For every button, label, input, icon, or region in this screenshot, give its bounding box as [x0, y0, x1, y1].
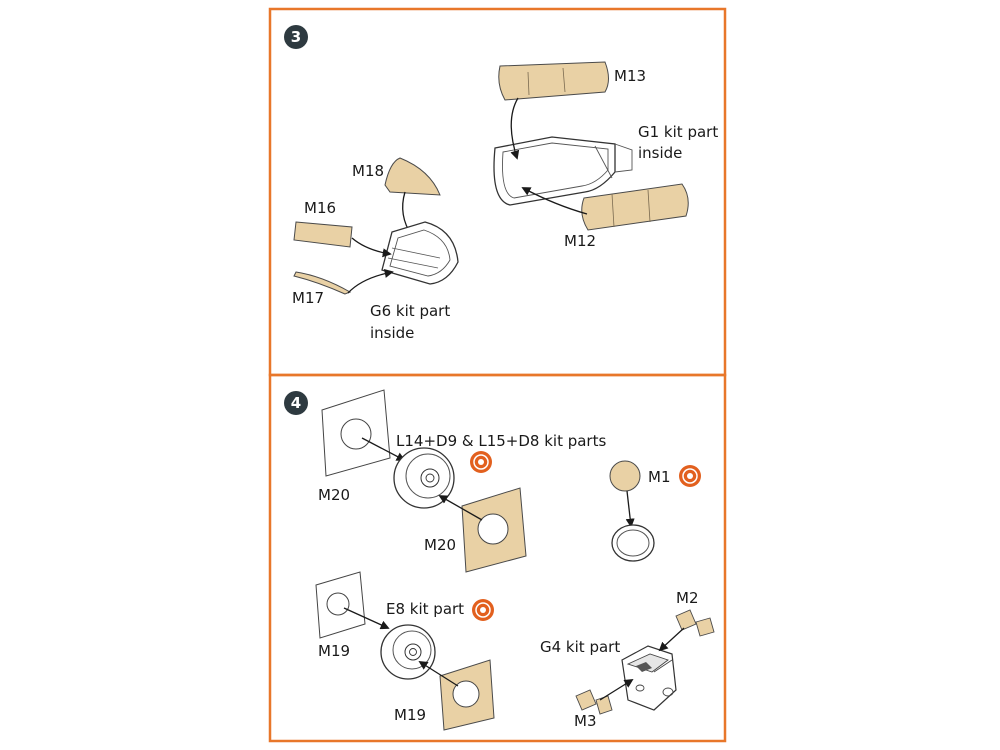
label-m19-top: M19 — [318, 642, 350, 660]
step-4-frame — [268, 373, 727, 743]
label-l14-d9: L14+D9 & L15+D8 kit parts — [396, 432, 606, 450]
part-m18 — [384, 157, 441, 196]
label-m1: M1 — [648, 468, 671, 486]
label-g4: G4 kit part — [540, 638, 620, 656]
step-4-number: 4 — [291, 394, 301, 412]
part-m3 — [575, 689, 597, 711]
circle-number-icon — [284, 25, 308, 49]
label-m12: M12 — [564, 232, 596, 250]
label-g1-line2: inside — [638, 144, 682, 162]
part-m17 — [293, 271, 352, 295]
label-e8: E8 kit part — [386, 600, 464, 618]
label-m17: M17 — [292, 289, 324, 307]
label-g1-line1: G1 kit part — [638, 123, 718, 141]
label-m20-top: M20 — [318, 486, 350, 504]
label-m20-bottom: M20 — [424, 536, 456, 554]
part-g1-outline — [493, 136, 616, 206]
part-m2 — [675, 609, 697, 631]
part-m12 — [581, 183, 689, 231]
step-3-badge: 3 — [284, 25, 308, 49]
label-m3: M3 — [574, 712, 597, 730]
paint-color-icon — [472, 599, 494, 621]
circle-number-icon — [284, 391, 308, 415]
step-4-badge: 4 — [284, 391, 308, 415]
label-g6-line1: G6 kit part — [370, 302, 450, 320]
label-m19-bottom: M19 — [394, 706, 426, 724]
part-g4 — [621, 645, 677, 711]
paint-color-icon — [679, 465, 701, 487]
part-m1 — [609, 460, 641, 492]
step-3-number: 3 — [291, 28, 301, 46]
wheel-l14 — [393, 447, 455, 509]
label-m16: M16 — [304, 199, 336, 217]
label-m2: M2 — [676, 589, 699, 607]
label-m18: M18 — [352, 162, 384, 180]
paint-color-icon — [470, 451, 492, 473]
label-m13: M13 — [614, 67, 646, 85]
part-m16 — [293, 221, 353, 248]
label-g6-line2: inside — [370, 324, 414, 342]
part-m13 — [498, 61, 609, 101]
wheel-e8 — [380, 624, 436, 680]
part-lens-ring — [611, 524, 655, 562]
